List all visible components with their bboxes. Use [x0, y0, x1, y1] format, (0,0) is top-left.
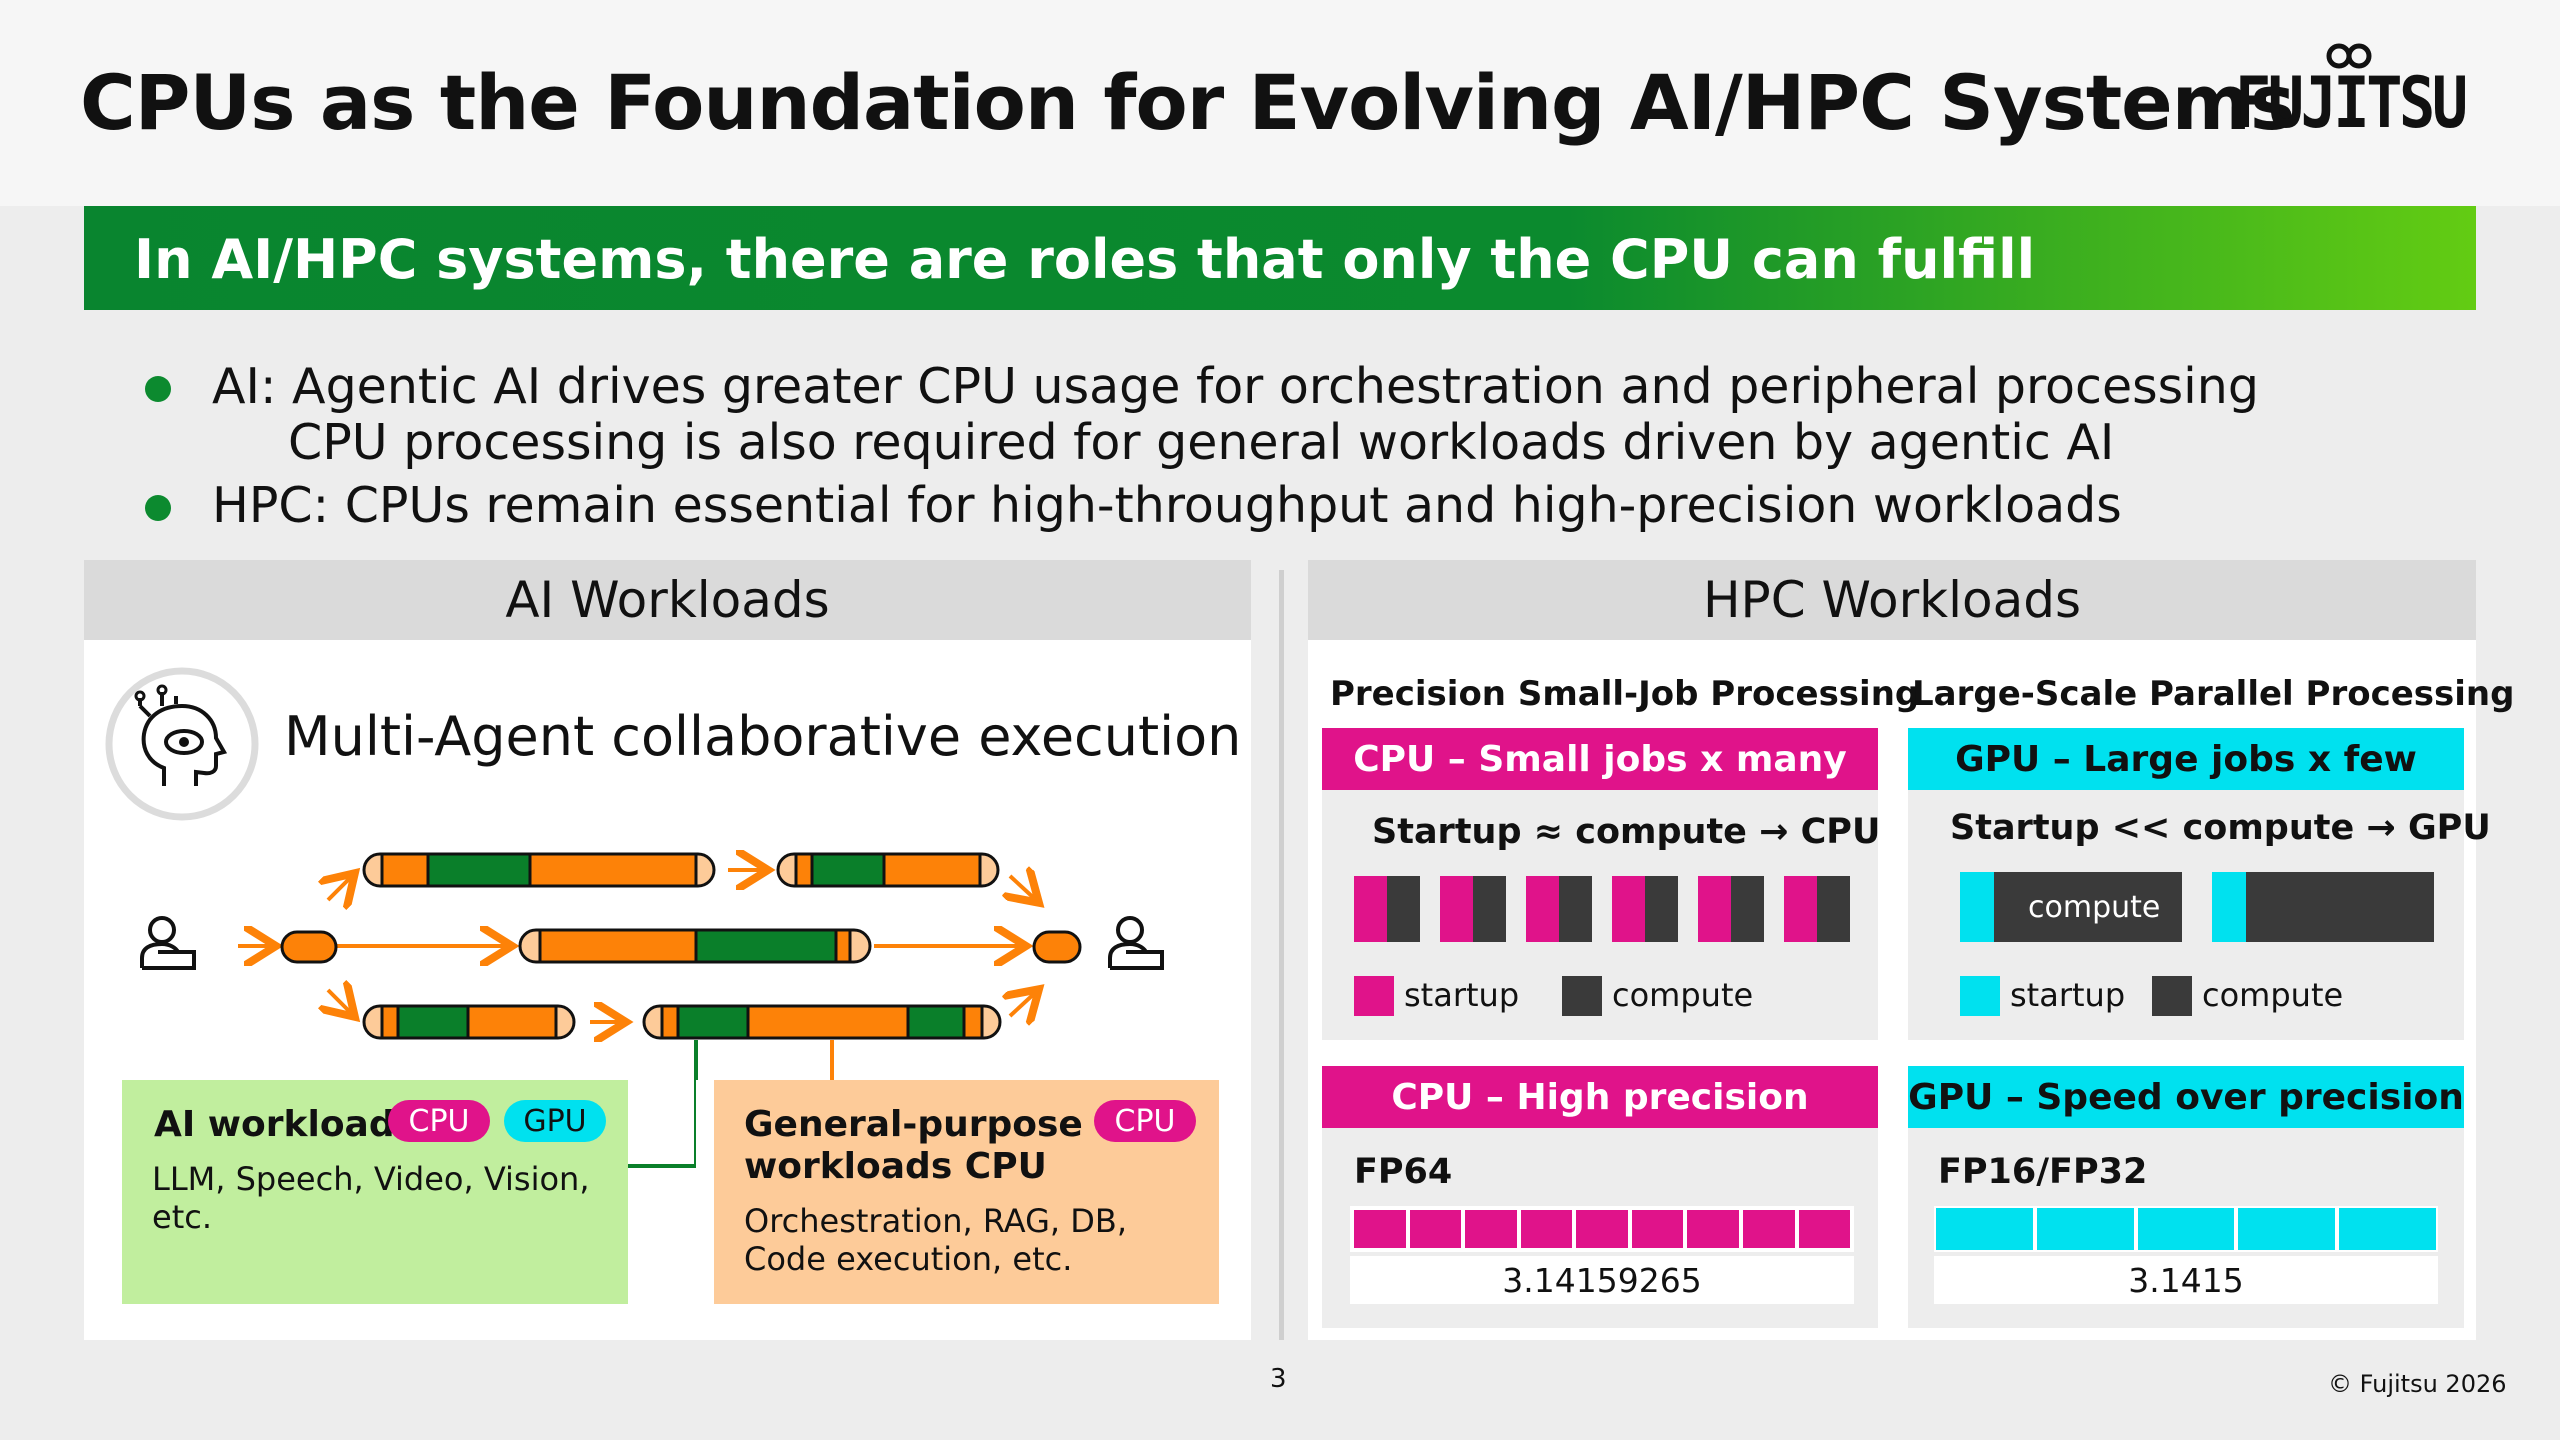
gp-desc-line2: Code execution, etc. [744, 1240, 1073, 1278]
startup-swatch [1960, 976, 2000, 1016]
bit-cell [2137, 1208, 2235, 1250]
compute-swatch [2152, 976, 2192, 1016]
agent-capsule [362, 852, 716, 888]
gpu-equation: Startup << compute → GPU [1950, 808, 2491, 848]
cpu-small-jobs-bar: CPU – Small jobs x many [1322, 728, 1878, 790]
gpu-job-block [1960, 872, 2182, 942]
fujitsu-logo: FUJITSU [2235, 62, 2468, 144]
fujitsu-infinity-icon [2326, 43, 2372, 69]
job-block [1526, 876, 1592, 942]
agent-capsule [518, 928, 872, 964]
fp16-bit-bar [1934, 1206, 2438, 1252]
bit-cell [1742, 1210, 1795, 1248]
page-number: 3 [1270, 1364, 1287, 1394]
copyright: © Fujitsu 2026 [2328, 1370, 2507, 1398]
job-block [1440, 876, 1506, 942]
legend-compute: compute [1612, 976, 1754, 1014]
agent-capsule [776, 852, 1000, 888]
bit-cell [1631, 1210, 1684, 1248]
cpu-job-blocks [1354, 876, 1854, 942]
panel-divider [1279, 570, 1284, 1340]
ai-workload-desc: LLM, Speech, Video, Vision, etc. [152, 1160, 590, 1236]
cpu-badge: CPU [1094, 1100, 1196, 1142]
job-block [1698, 876, 1764, 942]
gpu-large-jobs-bar: GPU – Large jobs x few [1908, 728, 2464, 790]
agent-capsule [642, 1004, 1002, 1040]
bullet-ai-line1: AI: Agentic AI drives greater CPU usage … [212, 358, 2259, 415]
banner-text: In AI/HPC systems, there are roles that … [134, 228, 2036, 291]
bit-cell [1576, 1210, 1628, 1248]
bit-cell [2036, 1208, 2134, 1250]
legend-startup: startup [2010, 976, 2126, 1014]
bit-cell [2339, 1208, 2436, 1250]
fp64-value: 3.14159265 [1350, 1256, 1854, 1304]
fp64-label: FP64 [1354, 1152, 1453, 1192]
bit-cell [2238, 1208, 2336, 1250]
cpu-badge: CPU [388, 1100, 490, 1142]
bit-cell [1409, 1210, 1462, 1248]
bit-cell [1354, 1210, 1406, 1248]
legend-compute: compute [2202, 976, 2344, 1014]
legend-startup: startup [1404, 976, 1520, 1014]
gp-desc-line1: Orchestration, RAG, DB, [744, 1202, 1127, 1240]
multi-agent-heading: Multi-Agent collaborative execution [284, 705, 1242, 768]
job-block [1612, 876, 1678, 942]
startup-swatch [1354, 976, 1394, 1016]
compute-swatch [1562, 976, 1602, 1016]
precision-subtitle: Precision Small-Job Processing [1330, 674, 1920, 714]
bit-cell [1465, 1210, 1517, 1248]
bullet-ai-line2: CPU processing is also required for gene… [288, 414, 2115, 471]
bullet-dot [145, 495, 171, 521]
job-block [1784, 876, 1850, 942]
parallel-subtitle: Large-Scale Parallel Processing [1912, 674, 2515, 714]
gp-title-line1: General-purpose [744, 1104, 1083, 1145]
job-block [1354, 876, 1420, 942]
fp64-bit-bar [1350, 1206, 1854, 1252]
cpu-equation: Startup ≈ compute → CPU [1372, 812, 1881, 852]
page-title: CPUs as the Foundation for Evolving AI/H… [80, 58, 2295, 147]
bullet-dot [145, 376, 171, 402]
key-message-banner [84, 206, 2476, 310]
bit-cell [1520, 1210, 1573, 1248]
gpu-speed-bar: GPU – Speed over precision [1908, 1066, 2464, 1128]
header-bar [0, 0, 2560, 206]
bit-cell [1798, 1210, 1851, 1248]
gpu-job-block [2212, 872, 2434, 942]
ai-workload-title: AI workload [154, 1104, 395, 1145]
hpc-workloads-header: HPC Workloads [1308, 560, 2476, 640]
bit-cell [1936, 1208, 2033, 1250]
cpu-precision-bar: CPU – High precision [1322, 1066, 1878, 1128]
bullet-hpc-line1: HPC: CPUs remain essential for high-thro… [212, 477, 2122, 534]
gpu-compute-label: compute [2028, 890, 2161, 925]
fp16-label: FP16/FP32 [1938, 1152, 2148, 1192]
ai-brain-icon [105, 667, 259, 821]
fp16-value: 3.1415 [1934, 1256, 2438, 1304]
agent-capsule [362, 1004, 576, 1040]
gpu-badge: GPU [504, 1100, 606, 1142]
multi-agent-flow-diagram [140, 830, 1164, 1080]
ai-workloads-header: AI Workloads [84, 560, 1251, 640]
user-icon-right [1108, 916, 1164, 970]
bit-cell [1687, 1210, 1739, 1248]
gp-title-line2: workloads CPU [744, 1146, 1047, 1187]
green-connector [626, 1080, 696, 1168]
user-icon-left [140, 916, 196, 970]
